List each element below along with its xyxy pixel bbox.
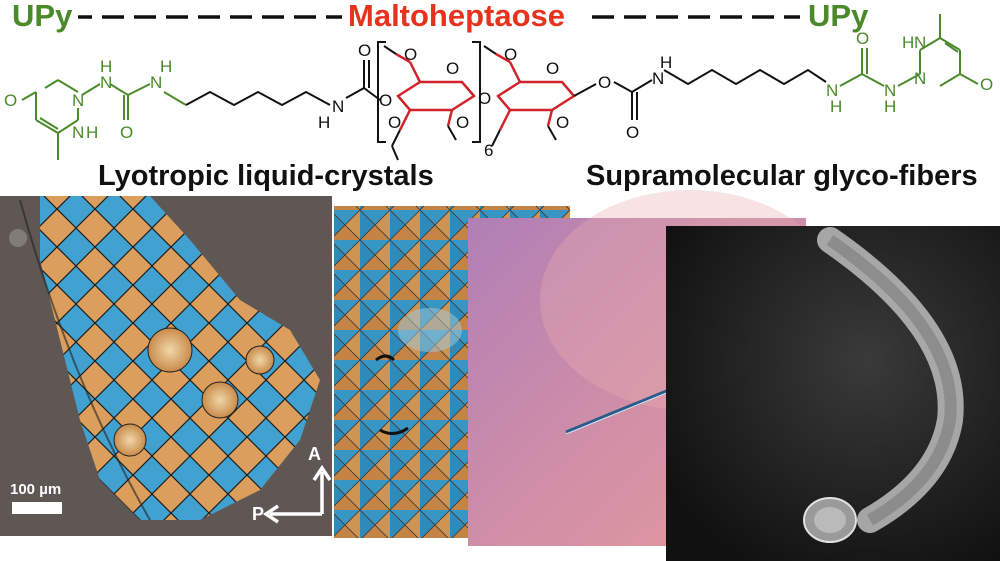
- atom-h: H: [160, 57, 172, 76]
- atom-o: O: [856, 29, 869, 48]
- atom-o: O: [980, 75, 993, 94]
- atom-o: O: [358, 41, 371, 60]
- atom-h: H: [902, 33, 914, 52]
- upy-right-label: UPy: [808, 0, 869, 33]
- atom-o: O: [504, 45, 517, 64]
- atom-n: N: [884, 81, 896, 100]
- atom-h: H: [86, 123, 98, 142]
- caption-lyotropic: Lyotropic liquid-crystals: [98, 160, 434, 192]
- atom-o: O: [626, 123, 639, 142]
- atom-o: O: [120, 123, 133, 142]
- alkyl-chain-left: [185, 60, 381, 107]
- atom-o: O: [478, 89, 491, 108]
- atom-n: N: [72, 91, 84, 110]
- scale-bar: [12, 502, 62, 514]
- upy-left-label: UPy: [12, 0, 73, 33]
- maltoheptaose-label: Maltoheptaose: [348, 0, 566, 33]
- atom-o: O: [4, 91, 17, 110]
- polarizer-label: P: [252, 504, 264, 524]
- upy-left-structure: [21, 79, 187, 160]
- polarizer-analyzer-arrows: [262, 464, 332, 524]
- analyzer-label: A: [308, 444, 321, 464]
- atom-n: N: [652, 69, 664, 88]
- atom-o: O: [546, 59, 559, 78]
- atom-o: O: [404, 45, 417, 64]
- atom-n: N: [150, 73, 162, 92]
- carbamate-right-atoms: O O N H: [598, 53, 672, 142]
- upy-left-atoms: O N N H H N H O N: [4, 57, 172, 142]
- glucose-unit-1: [395, 52, 476, 131]
- fiber-sem-image: [666, 226, 1000, 561]
- atom-h: H: [830, 97, 842, 116]
- carbamate-right: [613, 68, 827, 120]
- atom-h: H: [660, 53, 672, 72]
- atom-o: O: [379, 91, 392, 110]
- atom-h: H: [318, 113, 330, 132]
- atom-n: N: [826, 81, 838, 100]
- atom-o: O: [446, 59, 459, 78]
- upy-right-atoms: N H O N H H N N O: [826, 29, 993, 116]
- repeat-subscript: 6: [484, 141, 493, 160]
- atom-h: H: [100, 57, 112, 76]
- atom-n: N: [332, 97, 344, 116]
- atom-o: O: [598, 73, 611, 92]
- caption-glyco-fibers: Supramolecular glyco-fibers: [586, 160, 978, 192]
- atom-n: N: [914, 69, 926, 88]
- atom-n: N: [100, 73, 112, 92]
- atom-h: H: [884, 97, 896, 116]
- atom-n: N: [914, 33, 926, 52]
- upy-right-structure: [839, 14, 979, 87]
- scale-bar-label: 100 µm: [10, 481, 61, 498]
- methoxy-groups: [383, 45, 597, 161]
- repeat-bracket: [377, 41, 481, 143]
- atom-o: O: [456, 113, 469, 132]
- atom-n: N: [72, 123, 84, 142]
- carbamate-left-atoms: H N O O: [318, 41, 392, 132]
- atom-o: O: [556, 113, 569, 132]
- lc-micrograph-left: [0, 196, 332, 536]
- sugar-oxygens: O O O O O O O O: [388, 45, 569, 132]
- atom-o: O: [388, 113, 401, 132]
